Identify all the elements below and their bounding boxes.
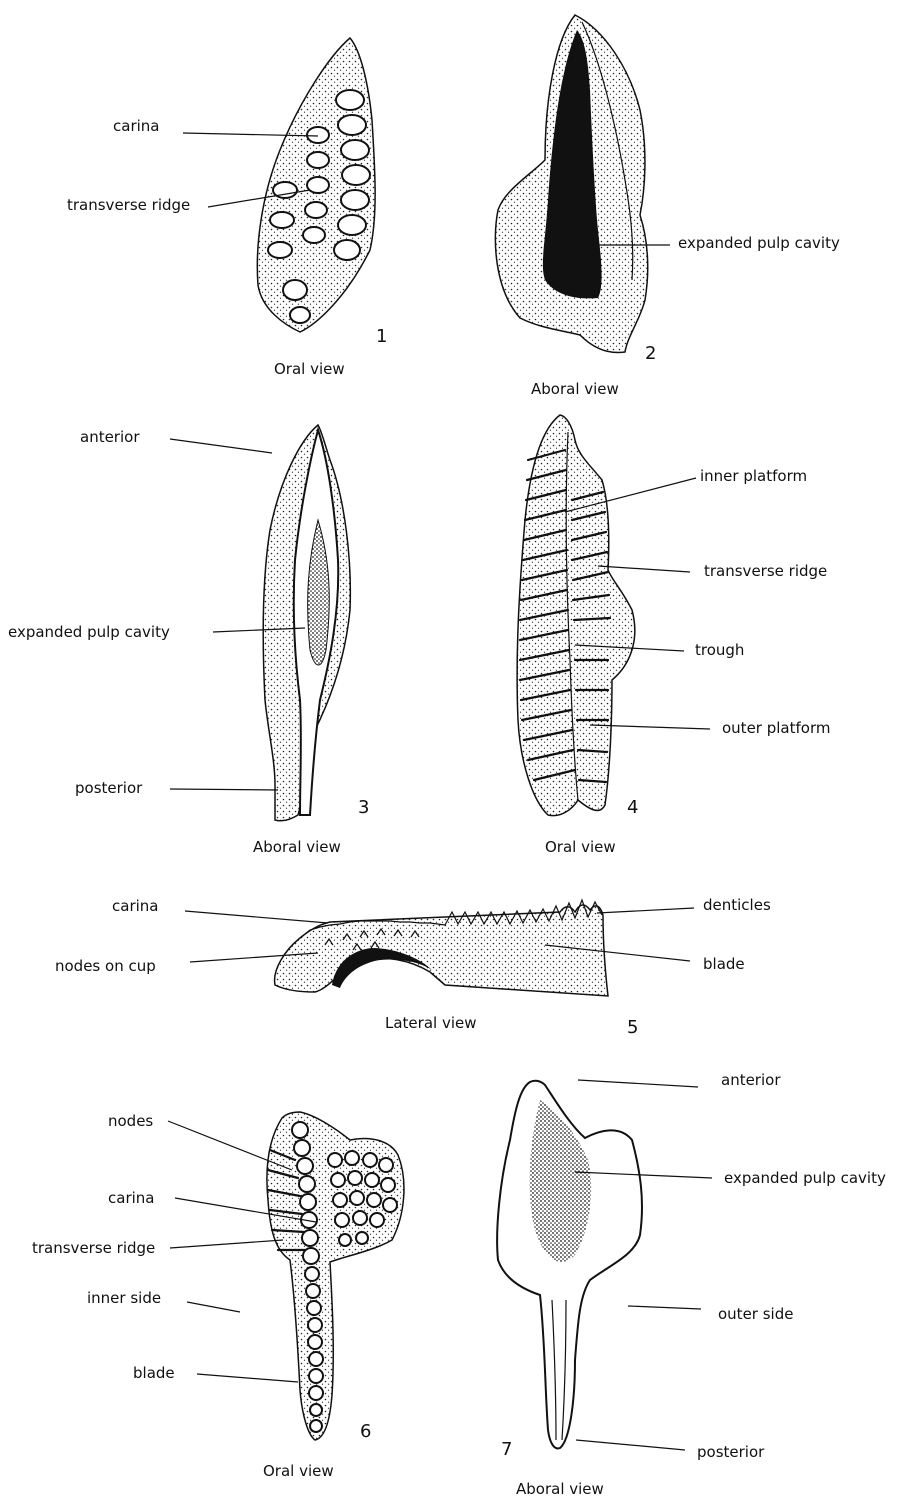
fig4-label-inner-platform: inner platform bbox=[700, 467, 807, 485]
fig2-label-expanded-pulp-cavity: expanded pulp cavity bbox=[678, 234, 840, 252]
fig7-caption: Aboral view bbox=[516, 1480, 604, 1498]
fig5-label-denticles: denticles bbox=[703, 896, 771, 914]
fig1-label-transverse-ridge: transverse ridge bbox=[67, 196, 190, 214]
fig7-number: 7 bbox=[501, 1439, 512, 1460]
fig6-label-blade: blade bbox=[133, 1364, 175, 1382]
fig2-number: 2 bbox=[645, 343, 656, 364]
figure-5: carina nodes on cup denticles blade Late… bbox=[55, 896, 771, 1038]
fig6-label-inner-side: inner side bbox=[87, 1289, 161, 1307]
figure-4-element bbox=[517, 415, 635, 816]
fig1-label-carina: carina bbox=[113, 117, 159, 135]
fig6-number: 6 bbox=[360, 1421, 371, 1442]
fig3-label-anterior: anterior bbox=[80, 428, 140, 446]
fig1-caption: Oral view bbox=[274, 360, 345, 378]
figure-4: inner platform transverse ridge trough o… bbox=[517, 415, 830, 856]
fig5-label-nodes-on-cup: nodes on cup bbox=[55, 957, 156, 975]
fig6-label-nodes: nodes bbox=[108, 1112, 153, 1130]
fig5-label-carina: carina bbox=[112, 897, 158, 915]
figure-7: anterior expanded pulp cavity outer side… bbox=[497, 1071, 886, 1498]
fig2-caption: Aboral view bbox=[531, 380, 619, 398]
fig3-label-posterior: posterior bbox=[75, 779, 143, 797]
figure-7-pulp-cavity bbox=[530, 1100, 592, 1262]
fig4-label-trough: trough bbox=[695, 641, 744, 659]
fig7-label-outer-side: outer side bbox=[718, 1305, 793, 1323]
fig4-label-transverse-ridge: transverse ridge bbox=[704, 562, 827, 580]
figure-3: anterior expanded pulp cavity posterior … bbox=[8, 425, 369, 856]
fig1-number: 1 bbox=[376, 326, 387, 347]
fig4-number: 4 bbox=[627, 797, 638, 818]
figure-2: expanded pulp cavity 2 Aboral view bbox=[495, 15, 840, 398]
fig6-label-transverse-ridge: transverse ridge bbox=[32, 1239, 155, 1257]
fig3-label-expanded-pulp-cavity: expanded pulp cavity bbox=[8, 623, 170, 641]
fig7-label-anterior: anterior bbox=[721, 1071, 781, 1089]
figure-1: carina transverse ridge 1 Oral view bbox=[67, 38, 387, 378]
fig7-label-posterior: posterior bbox=[697, 1443, 765, 1461]
figure-6: nodes carina transverse ridge inner side… bbox=[32, 1112, 404, 1480]
fig5-number: 5 bbox=[627, 1017, 638, 1038]
fig3-caption: Aboral view bbox=[253, 838, 341, 856]
fig6-caption: Oral view bbox=[263, 1462, 334, 1480]
fig6-label-carina: carina bbox=[108, 1189, 154, 1207]
fig7-label-expanded-pulp-cavity: expanded pulp cavity bbox=[724, 1169, 886, 1187]
fig5-label-blade: blade bbox=[703, 955, 745, 973]
fig5-caption: Lateral view bbox=[385, 1014, 477, 1032]
fig3-number: 3 bbox=[358, 797, 369, 818]
fig4-label-outer-platform: outer platform bbox=[722, 719, 830, 737]
figure-5-element bbox=[275, 905, 608, 996]
fig4-caption: Oral view bbox=[545, 838, 616, 856]
